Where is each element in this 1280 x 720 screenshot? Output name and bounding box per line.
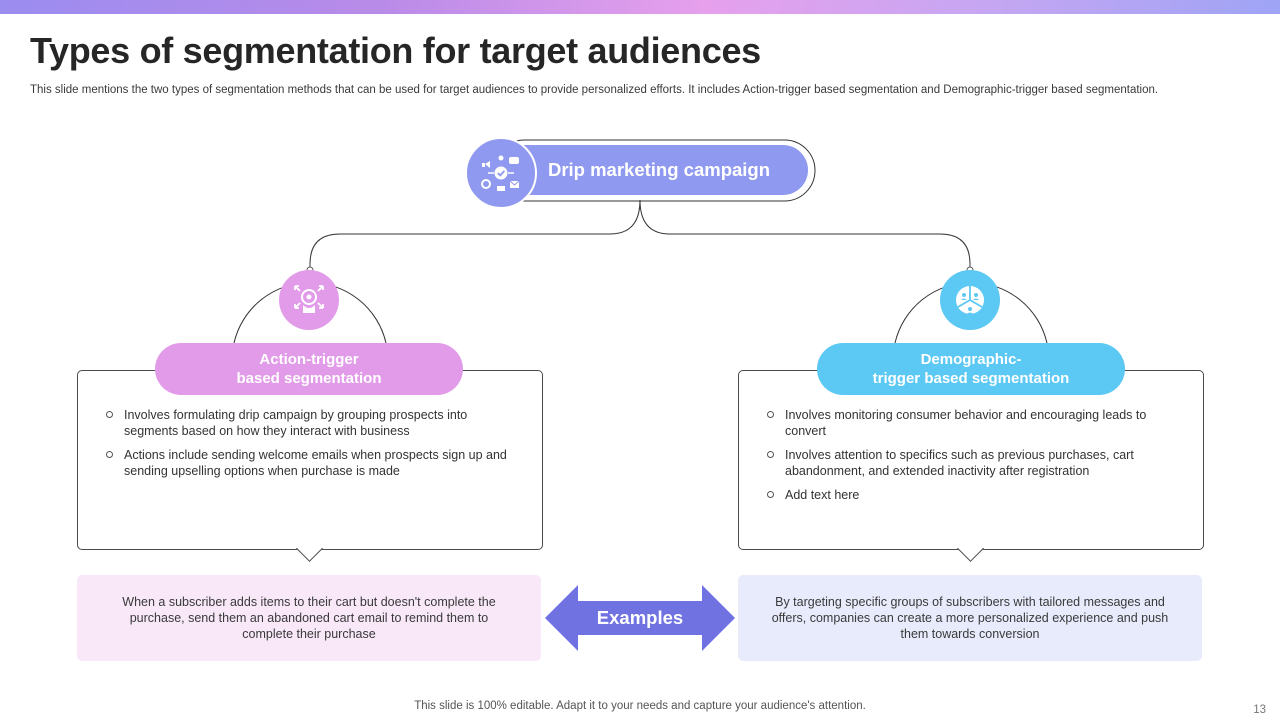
slide-title: Types of segmentation for target audienc…: [30, 30, 761, 71]
drip-marketing-pill: Drip marketing campaign: [500, 145, 808, 195]
list-item: Involves formulating drip campaign by gr…: [106, 407, 522, 439]
demographic-trigger-bullets: Involves monitoring consumer behavior an…: [739, 371, 1203, 503]
action-trigger-details-box: Involves formulating drip campaign by gr…: [77, 370, 543, 550]
action-trigger-label-line2: based segmentation: [236, 370, 382, 387]
demographic-trigger-label-line2: trigger based segmentation: [872, 370, 1070, 387]
demographic-trigger-label-line1: Demographic-: [920, 351, 1022, 368]
list-item: Involves attention to specifics such as …: [767, 447, 1183, 479]
double-arrow-icon: [545, 585, 735, 651]
demographic-trigger-details-box: Involves monitoring consumer behavior an…: [738, 370, 1204, 550]
list-item: Involves monitoring consumer behavior an…: [767, 407, 1183, 439]
demographic-trigger-pill: Demographic- trigger based segmentation: [817, 343, 1125, 395]
action-trigger-bullets: Involves formulating drip campaign by gr…: [78, 371, 542, 479]
slide-footer: This slide is 100% editable. Adapt it to…: [414, 700, 866, 712]
drip-marketing-label: Drip marketing campaign: [547, 159, 771, 180]
slide-subtitle: This slide mentions the two types of seg…: [30, 84, 1159, 96]
page-number: 13: [1253, 704, 1266, 716]
top-gradient-bar: [0, 0, 1280, 14]
demographic-trigger-example: By targeting specific groups of subscrib…: [738, 575, 1202, 661]
marketing-campaign-icon: [465, 137, 537, 209]
examples-label: Examples: [596, 607, 684, 628]
list-item: Add text here: [767, 487, 1183, 503]
action-trigger-example: When a subscriber adds items to their ca…: [77, 575, 541, 661]
target-hand-icon: [279, 270, 339, 330]
action-trigger-label-line1: Action-trigger: [259, 351, 359, 368]
list-item: Actions include sending welcome emails w…: [106, 447, 522, 479]
audience-segments-icon: [940, 270, 1000, 330]
action-trigger-pill: Action-trigger based segmentation: [155, 343, 463, 395]
